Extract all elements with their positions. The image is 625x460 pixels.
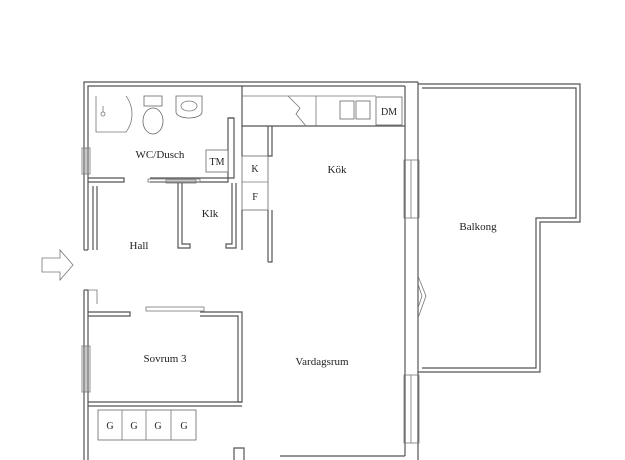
bottom-walls: [233, 447, 405, 460]
wardrobe-label: G: [130, 421, 137, 432]
wardrobe-label: G: [180, 421, 187, 432]
kitchen-counter: [241, 86, 405, 263]
room-label-k: K: [251, 164, 259, 175]
room-label-wc: WC/Dusch: [136, 149, 185, 161]
entrance-arrow-icon: [41, 248, 74, 282]
outer-walls: [81, 81, 427, 460]
bathroom-walls: [88, 95, 235, 183]
room-label-vardagsrum: Vardagsrum: [295, 356, 349, 368]
bedroom-walls: [88, 289, 243, 407]
room-label-klk: Klk: [202, 208, 219, 220]
wardrobe-label: G: [106, 421, 113, 432]
room-label-dm: DM: [381, 107, 397, 118]
room-label-sovrum: Sovrum 3: [143, 353, 187, 365]
room-label-hall: Hall: [130, 240, 149, 252]
room-label-balkong: Balkong: [459, 221, 497, 233]
wardrobe-row: [97, 409, 197, 441]
room-label-f: F: [252, 192, 258, 203]
wardrobe-label: G: [154, 421, 161, 432]
room-label-tm: TM: [210, 157, 225, 168]
room-label-kok: Kök: [328, 164, 347, 176]
closet-walls: [165, 179, 237, 249]
hall-walls: [92, 186, 98, 250]
balcony-outline: [418, 83, 581, 373]
sliding-door-bath: [147, 178, 201, 183]
